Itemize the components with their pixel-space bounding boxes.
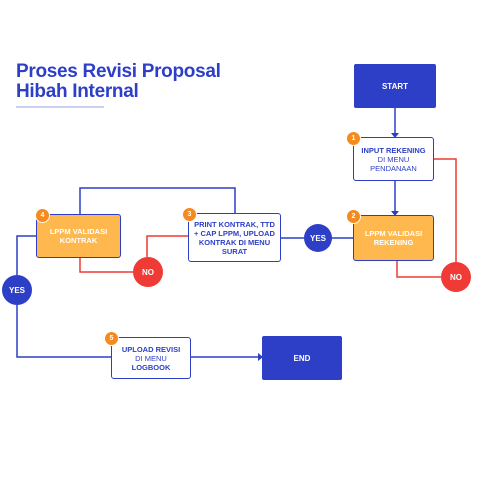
- arrow-head-validasi-rekening: [391, 211, 399, 216]
- step-badge-3: 3: [182, 207, 197, 222]
- step-badge-2: 2: [346, 209, 361, 224]
- input-rekening-node: INPUT REKENING DI MENU PENDANAAN: [353, 137, 434, 181]
- upload-revisi-line1: UPLOAD REVISI: [121, 344, 181, 354]
- end-label: END: [293, 353, 311, 363]
- print-kontrak-line3: KONTRAK DI MENU: [198, 237, 271, 247]
- decision-no-rekening: NO: [441, 262, 471, 292]
- validasi-kontrak-line2: KONTRAK: [59, 236, 98, 245]
- edge-print-to-validasi-kontrak: [79, 187, 236, 214]
- decision-yes-kontrak: YES: [2, 275, 32, 305]
- validasi-rekening-line2: REKENING: [373, 238, 414, 247]
- edge-yes-to-upload: [16, 305, 111, 358]
- step-badge-5: 5: [104, 331, 119, 346]
- arrow-head-input: [391, 133, 399, 138]
- validasi-rekening-line1: LPPM VALIDASI: [364, 229, 423, 238]
- edge-no-to-input: [433, 158, 457, 262]
- edge-validasi-rekening-to-no: [396, 261, 441, 278]
- validasi-kontrak-node: LPPM VALIDASI KONTRAK: [36, 214, 121, 258]
- end-node: END: [262, 336, 342, 380]
- title-underline: [16, 106, 104, 108]
- arrow-heads: [258, 133, 399, 361]
- print-kontrak-line4: SURAT: [221, 246, 248, 256]
- input-rekening-line2: DI MENU: [377, 154, 410, 164]
- validasi-kontrak-line1: LPPM VALIDASI: [49, 227, 108, 236]
- arrow-head-end: [258, 353, 263, 361]
- upload-revisi-line2: DI MENU: [135, 353, 167, 363]
- edge-no-to-print: [146, 235, 188, 257]
- title-line-1: Proses Revisi Proposal: [16, 61, 221, 82]
- page-title: Proses Revisi Proposal Hibah Internal: [16, 62, 221, 102]
- print-kontrak-node: PRINT KONTRAK, TTD + CAP LPPM, UPLOAD KO…: [188, 213, 281, 262]
- edge-validasi-kontrak-to-no: [79, 258, 133, 273]
- decision-no-kontrak: NO: [133, 257, 163, 287]
- upload-revisi-line3: LOGBOOK: [131, 362, 171, 372]
- step-badge-1: 1: [346, 131, 361, 146]
- step-badge-4: 4: [35, 208, 50, 223]
- start-node: START: [354, 64, 436, 108]
- input-rekening-line3: PENDANAAN: [370, 163, 417, 173]
- print-kontrak-line2: + CAP LPPM, UPLOAD: [194, 228, 275, 238]
- edge-validasi-kontrak-to-yes: [16, 235, 36, 275]
- validasi-rekening-node: LPPM VALIDASI REKENING: [353, 215, 434, 261]
- title-line-2: Hibah Internal: [16, 81, 139, 102]
- upload-revisi-node: UPLOAD REVISI DI MENU LOGBOOK: [111, 337, 191, 379]
- input-rekening-line1: INPUT REKENING: [361, 145, 426, 155]
- start-label: START: [381, 81, 409, 91]
- decision-yes-rekening: YES: [304, 224, 332, 252]
- print-kontrak-line1: PRINT KONTRAK, TTD: [194, 219, 275, 229]
